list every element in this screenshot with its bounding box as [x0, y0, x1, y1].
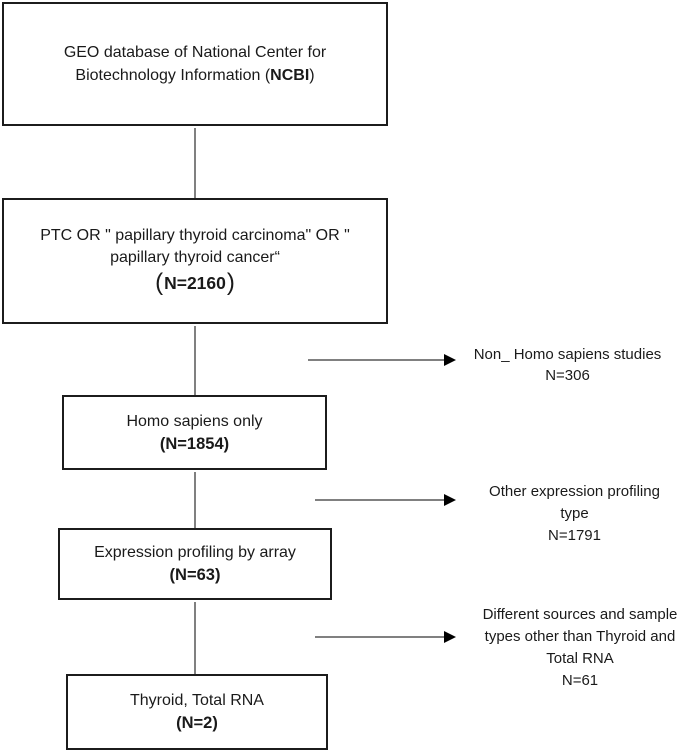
box-thyroid-title: Thyroid, Total RNA [130, 692, 264, 709]
note-excluded-species-line1: Non_ Homo sapiens studies [473, 346, 662, 363]
box-homo-count: (N=1854) [159, 434, 230, 453]
box-search-line1: PTC OR " papillary thyroid carcinoma" OR… [40, 227, 350, 244]
connector-homo-to-array [194, 472, 196, 528]
note-excluded-profiling-line2: type [560, 505, 589, 522]
box-homo-sapiens: Homo sapiens only (N=1854) [62, 395, 327, 470]
note-excluded-species: Non_ Homo sapiens studies N=306 [455, 344, 680, 386]
exclusion-arrow-2-line [315, 499, 445, 501]
note-excluded-sources-count: N=61 [561, 672, 599, 689]
box-array-count: (N=63) [169, 566, 221, 584]
box-search-query: PTC OR " papillary thyroid carcinoma" OR… [2, 198, 388, 324]
exclusion-arrow-1-line [308, 359, 445, 361]
note-excluded-sources-line2: types other than Thyroid and [484, 628, 676, 645]
box-geo-database: GEO database of National Center for Biot… [2, 2, 388, 126]
note-excluded-sources-line3: Total RNA [546, 650, 614, 667]
box-search-line2: papillary thyroid cancer“ [110, 249, 280, 266]
box-geo-line1: GEO database of National Center for [63, 44, 327, 61]
note-excluded-species-count: N=306 [545, 367, 590, 384]
box-homo-title: Homo sapiens only [126, 412, 263, 430]
note-excluded-profiling-count: N=1791 [548, 527, 601, 544]
box-geo-line2: Biotechnology Information (NCBI) [75, 67, 315, 84]
exclusion-arrow-1-arrowhead-icon [444, 354, 456, 366]
note-excluded-sources-line1: Different sources and sample [482, 606, 678, 623]
exclusion-arrow-2-arrowhead-icon [444, 494, 456, 506]
connector-search-to-homo [194, 326, 196, 395]
connector-geo-to-search [194, 128, 196, 198]
box-array-title: Expression profiling by array [94, 544, 296, 561]
exclusion-arrow-3-line [315, 636, 445, 638]
note-excluded-profiling-line1: Other expression profiling [489, 483, 660, 500]
box-thyroid-total-rna: Thyroid, Total RNA (N=2) [66, 674, 328, 750]
connector-array-to-thyroid [194, 602, 196, 674]
box-search-count: (N=2160) [155, 269, 235, 296]
ncbi-abbreviation: NCBI [270, 67, 310, 84]
box-thyroid-count: (N=2) [176, 714, 218, 732]
exclusion-arrow-3-arrowhead-icon [444, 631, 456, 643]
box-expression-array: Expression profiling by array (N=63) [58, 528, 332, 600]
note-excluded-sources: Different sources and sample types other… [460, 604, 685, 692]
note-excluded-profiling: Other expression profiling type N=1791 [462, 481, 685, 547]
